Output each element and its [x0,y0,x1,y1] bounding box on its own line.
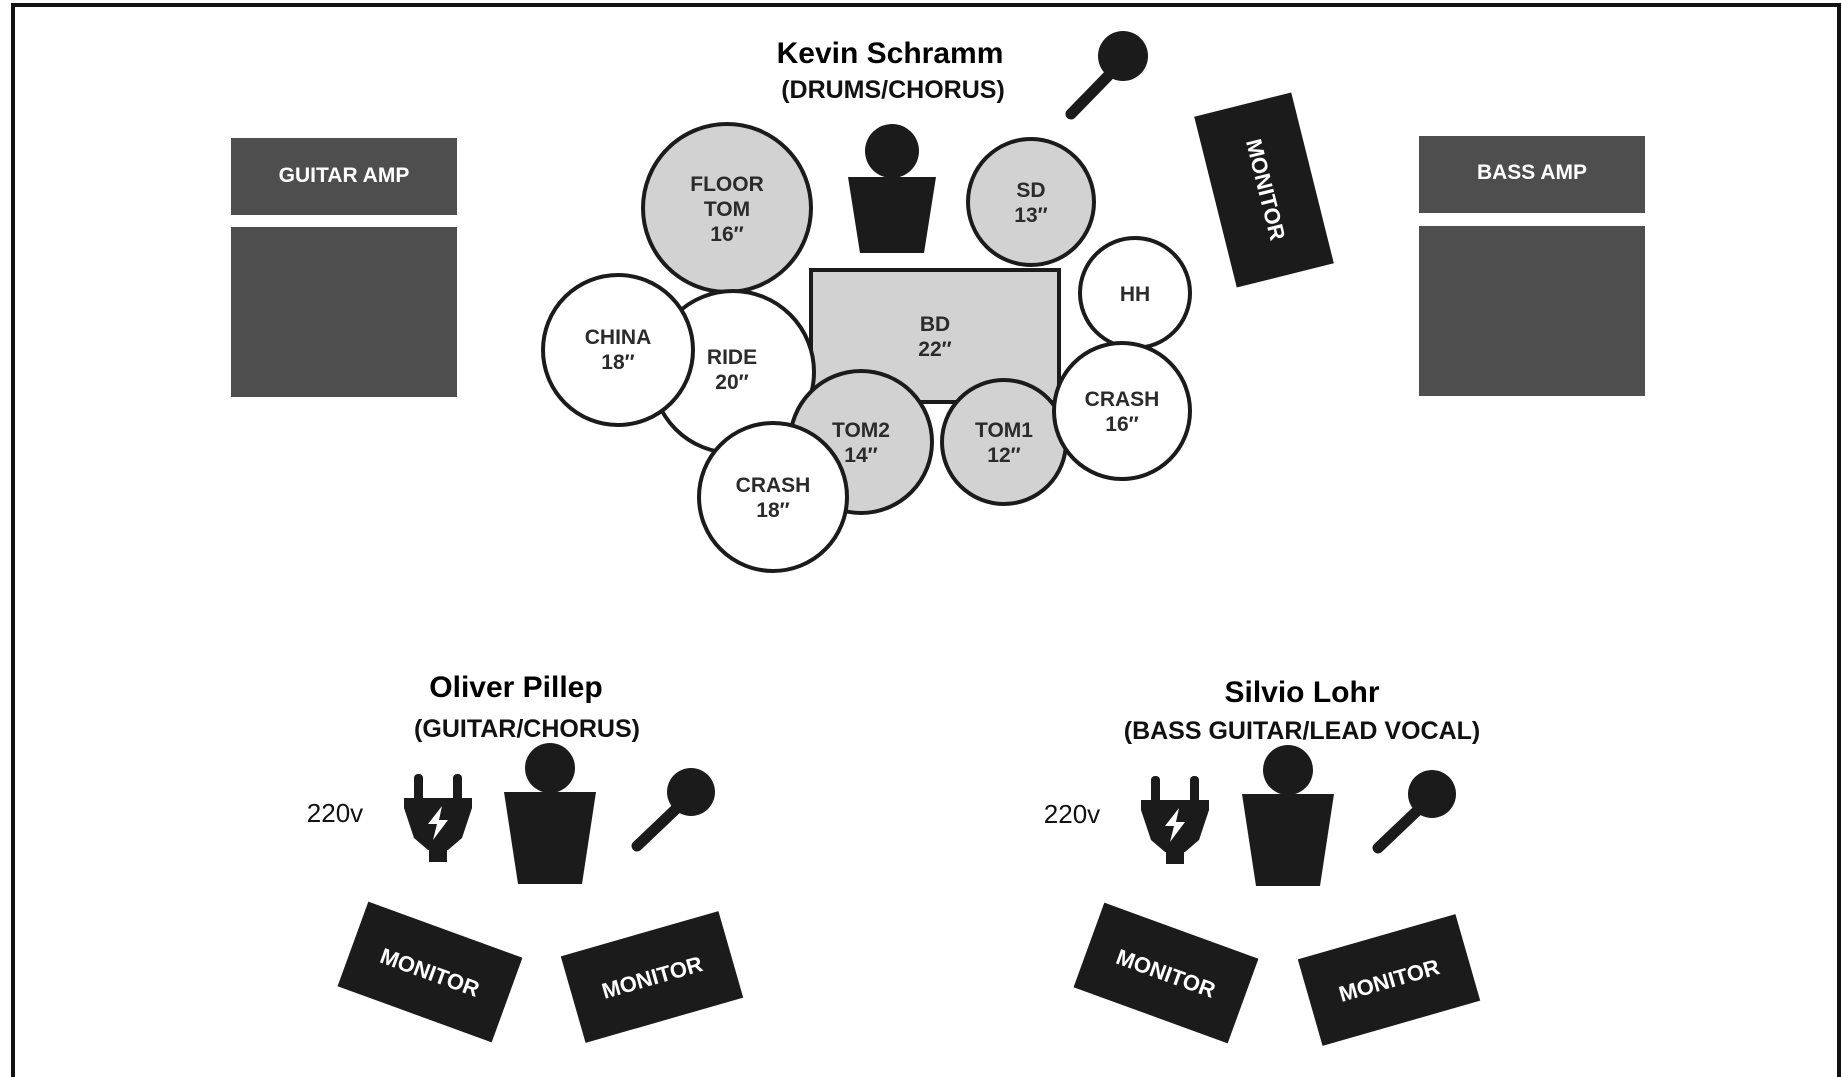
drummer-microphone-icon [1065,31,1148,120]
hihat-label: HH [1120,283,1150,306]
ride-label-2: 20″ [715,371,748,394]
guitarist-role: (GUITAR/CHORUS) [414,715,640,743]
bass-amp-cabinet [1419,226,1645,396]
stage-frame [11,3,1841,1077]
bassist-name: Silvio Lohr [1224,676,1379,709]
crash-left-label-2: 18″ [756,499,789,522]
bass-amp-label: BASS AMP [1477,161,1587,184]
tom1-drum [940,378,1068,506]
bassist-microphone-icon [1378,770,1456,848]
tom2-label-2: 14″ [844,444,877,467]
drummer-monitor: MONITOR [1194,92,1334,288]
china-cymbal [541,273,695,427]
tom2-label-1: TOM2 [832,419,890,442]
guitar-amp-head [231,138,457,215]
guitarist-monitor-left: MONITOR [337,901,523,1043]
bassist-power-plug-icon [1141,776,1209,864]
bass-drum-label-2: 22″ [918,338,951,361]
guitar-amp: GUITAR AMP [231,138,457,397]
drummer-person-icon [848,124,936,253]
bass-amp-head [1419,136,1645,213]
guitar-amp-cabinet [231,227,457,397]
drum-kit [541,122,1192,573]
drum-labels: FLOOR TOM 16″ SD 13″ HH CHINA 18″ RIDE 2… [585,173,1160,522]
bassist-power-label: 220v [1044,799,1100,829]
guitar-amp-label: GUITAR AMP [279,164,410,187]
snare-label-2: 13″ [1014,204,1047,227]
guitarist-monitor-right: MONITOR [560,911,744,1043]
floor-tom-label-3: 16″ [710,223,743,246]
guitarist-power-plug-icon [404,774,472,862]
tom1-label-2: 12″ [987,444,1020,467]
floor-tom-label-1: FLOOR [690,173,764,196]
china-label-2: 18″ [601,351,634,374]
snare-drum [966,137,1096,267]
china-label-1: CHINA [585,326,652,349]
guitarist-person-icon [504,743,596,884]
crash-right-label-1: CRASH [1085,388,1160,411]
bass-amp: BASS AMP [1419,136,1645,396]
crash-cymbal-right [1052,341,1192,481]
crash-right-label-2: 16″ [1105,413,1138,436]
drummer-name: Kevin Schramm [777,37,1004,70]
ride-label-1: RIDE [707,346,757,369]
guitarist-power-label: 220v [307,798,363,828]
drummer-role: (DRUMS/CHORUS) [781,76,1005,104]
tom1-label-1: TOM1 [975,419,1033,442]
bassist-monitor-left: MONITOR [1073,902,1259,1044]
bassist-monitor-right: MONITOR [1297,914,1481,1046]
bassist-person-icon [1242,745,1334,886]
bass-drum-label-1: BD [920,313,950,336]
crash-cymbal-left [697,421,849,573]
snare-label-1: SD [1016,179,1045,202]
guitarist-microphone-icon [637,768,715,846]
guitarist-name: Oliver Pillep [429,671,602,704]
crash-left-label-1: CRASH [736,474,811,497]
bassist-role: (BASS GUITAR/LEAD VOCAL) [1124,717,1480,745]
floor-tom-label-2: TOM [704,198,750,221]
